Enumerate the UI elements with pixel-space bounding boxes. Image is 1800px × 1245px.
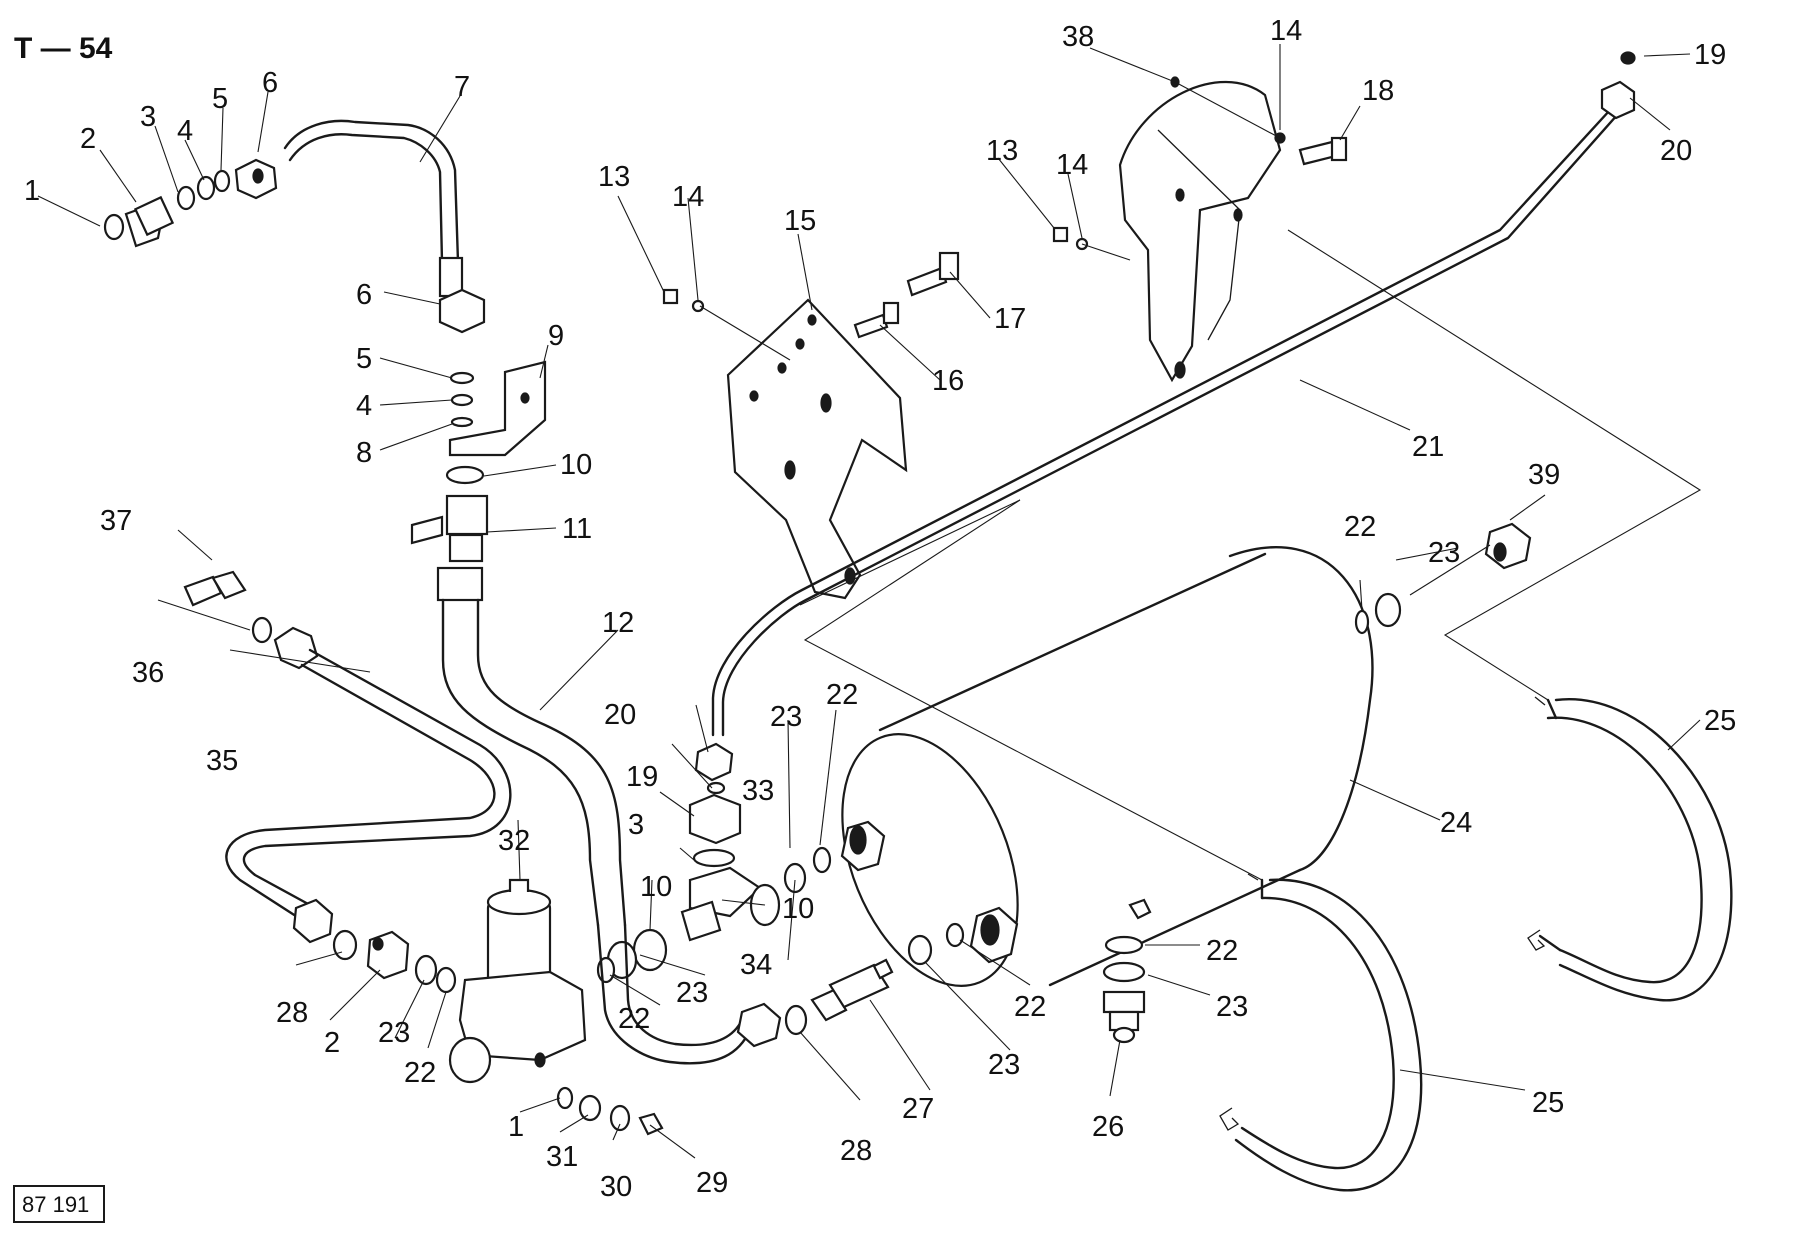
callout-33: 33 xyxy=(742,775,774,807)
callout-29: 29 xyxy=(696,1167,728,1199)
callout-21: 21 xyxy=(1412,431,1444,463)
fitting-27 xyxy=(596,922,965,1065)
callout-22-c: 22 xyxy=(618,1003,650,1035)
callout-23-d: 23 xyxy=(378,1017,410,1049)
callout-13-b: 13 xyxy=(986,135,1018,167)
callout-28: 28 xyxy=(276,997,308,1029)
callout-30: 30 xyxy=(600,1171,632,1203)
callout-5-b: 5 xyxy=(356,343,372,375)
diagram-title: T — 54 xyxy=(14,32,113,65)
callout-39: 39 xyxy=(1528,459,1560,491)
callout-22-e: 22 xyxy=(1014,991,1046,1023)
strap-25-bottom xyxy=(1219,873,1423,1192)
callout-23-b: 23 xyxy=(770,701,802,733)
bracket-38 xyxy=(1052,76,1348,383)
callout-10-b: 10 xyxy=(640,871,672,903)
pipe-12 xyxy=(441,598,627,927)
callout-28-b: 28 xyxy=(840,1135,872,1167)
drawing-number-stamp: 87 191 xyxy=(13,1185,105,1223)
callout-1-b: 1 xyxy=(508,1111,524,1143)
callout-32: 32 xyxy=(498,825,530,857)
callout-25: 25 xyxy=(1704,705,1736,737)
drain-26 xyxy=(1102,935,1146,1044)
callout-22: 22 xyxy=(1344,511,1376,543)
callout-10: 10 xyxy=(560,449,592,481)
callout-23-f: 23 xyxy=(1216,991,1248,1023)
callout-8: 8 xyxy=(356,437,372,469)
fitting-assembly-top xyxy=(103,119,464,298)
callout-7: 7 xyxy=(454,71,470,103)
tee-fitting-34 xyxy=(596,742,832,984)
callout-3-b: 3 xyxy=(628,809,644,841)
callout-9: 9 xyxy=(548,320,564,352)
callout-13: 13 xyxy=(598,161,630,193)
callout-22-d: 22 xyxy=(404,1057,436,1089)
callout-14-c: 14 xyxy=(1270,15,1302,47)
callout-11: 11 xyxy=(562,513,592,545)
callout-25-b: 25 xyxy=(1532,1087,1564,1119)
callout-2: 2 xyxy=(80,123,96,155)
pipe-35 xyxy=(183,570,512,944)
callout-5: 5 xyxy=(212,83,228,115)
callout-16: 16 xyxy=(932,365,964,397)
callout-23-c: 23 xyxy=(676,977,708,1009)
callout-15: 15 xyxy=(784,205,816,237)
callout-12: 12 xyxy=(602,607,634,639)
callout-14: 14 xyxy=(672,181,704,213)
callout-labels: 1 2 3 4 5 6 7 6 5 4 8 9 10 11 12 13 14 1… xyxy=(24,15,1736,1203)
callout-24: 24 xyxy=(1440,807,1472,839)
callout-38: 38 xyxy=(1062,21,1094,53)
callout-31: 31 xyxy=(546,1141,578,1173)
callout-20-b: 20 xyxy=(604,699,636,731)
callout-35: 35 xyxy=(206,745,238,777)
callout-19: 19 xyxy=(1694,39,1726,71)
callout-2-b: 2 xyxy=(324,1027,340,1059)
callout-20: 20 xyxy=(1660,135,1692,167)
callout-3: 3 xyxy=(140,101,156,133)
callout-36: 36 xyxy=(132,657,164,689)
callout-23-e: 23 xyxy=(988,1049,1020,1081)
callout-18: 18 xyxy=(1362,75,1394,107)
callout-6-b: 6 xyxy=(356,279,372,311)
pipe-21 xyxy=(711,51,1636,737)
callout-17: 17 xyxy=(994,303,1026,335)
callout-4-b: 4 xyxy=(356,390,372,422)
callout-23: 23 xyxy=(1428,537,1460,569)
callout-27: 27 xyxy=(902,1093,934,1125)
callout-22-f: 22 xyxy=(1206,935,1238,967)
stamp-text: 87 191 xyxy=(22,1192,89,1217)
callout-6: 6 xyxy=(262,67,278,99)
callout-1: 1 xyxy=(24,175,40,207)
callout-26: 26 xyxy=(1092,1111,1124,1143)
air-tank-24 xyxy=(840,546,1374,987)
callout-19-b: 19 xyxy=(626,761,658,793)
callout-14-b: 14 xyxy=(1056,149,1088,181)
valve-32 xyxy=(332,878,664,1136)
callout-22-b: 22 xyxy=(826,679,858,711)
bracket-15 xyxy=(662,251,960,600)
valve-stack xyxy=(410,288,547,602)
callout-10-c: 10 xyxy=(782,893,814,925)
fitting-39 xyxy=(1354,522,1532,635)
callout-34: 34 xyxy=(740,949,772,981)
callout-37: 37 xyxy=(100,505,132,537)
strap-25-right xyxy=(1527,696,1733,1002)
callout-4: 4 xyxy=(177,115,193,147)
leader-lines xyxy=(37,44,1702,1159)
